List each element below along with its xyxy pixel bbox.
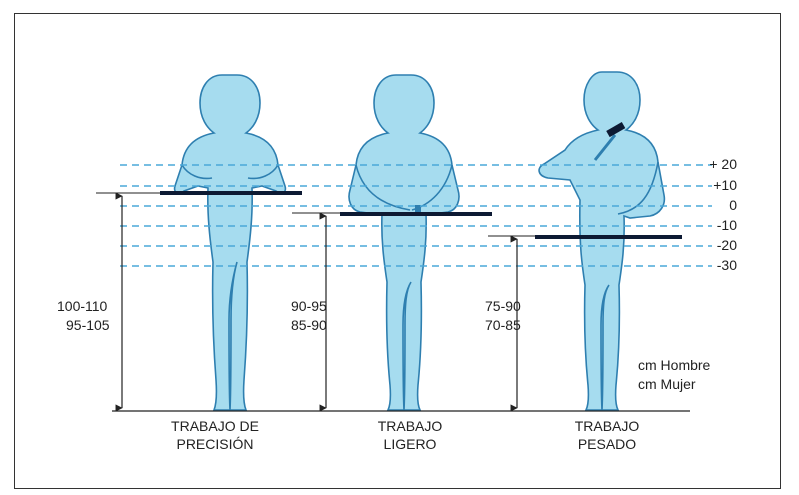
height-women-light: 85-90 [291,317,327,334]
legend-women: cm Mujer [638,376,696,393]
human-silhouette-icon [349,75,459,410]
human-silhouette-icon [175,75,286,410]
title-heavy-line2: PESADO [542,436,672,453]
level-label-minus30: -30 [697,257,737,274]
level-label-minus10: -10 [697,217,737,234]
title-heavy-line1: TRABAJO [542,418,672,435]
height-men-precision: 100-110 [57,298,107,315]
level-label-plus20: + 20 [697,156,737,173]
height-men-light: 90-95 [291,298,327,315]
title-precision-line2: PRECISIÓN [150,436,280,453]
height-women-precision: 95-105 [66,317,110,334]
level-label-minus20: -20 [697,237,737,254]
height-men-heavy: 75-90 [485,298,521,315]
title-precision-line1: TRABAJO DE [150,418,280,435]
height-women-heavy: 70-85 [485,317,521,334]
title-light-line1: TRABAJO [345,418,475,435]
legend-men: cm Hombre [638,357,710,374]
level-label-plus10: +10 [697,177,737,194]
figure-precision [175,75,286,410]
title-light-line2: LIGERO [345,436,475,453]
figure-light [349,75,459,410]
level-label-0: 0 [697,197,737,214]
